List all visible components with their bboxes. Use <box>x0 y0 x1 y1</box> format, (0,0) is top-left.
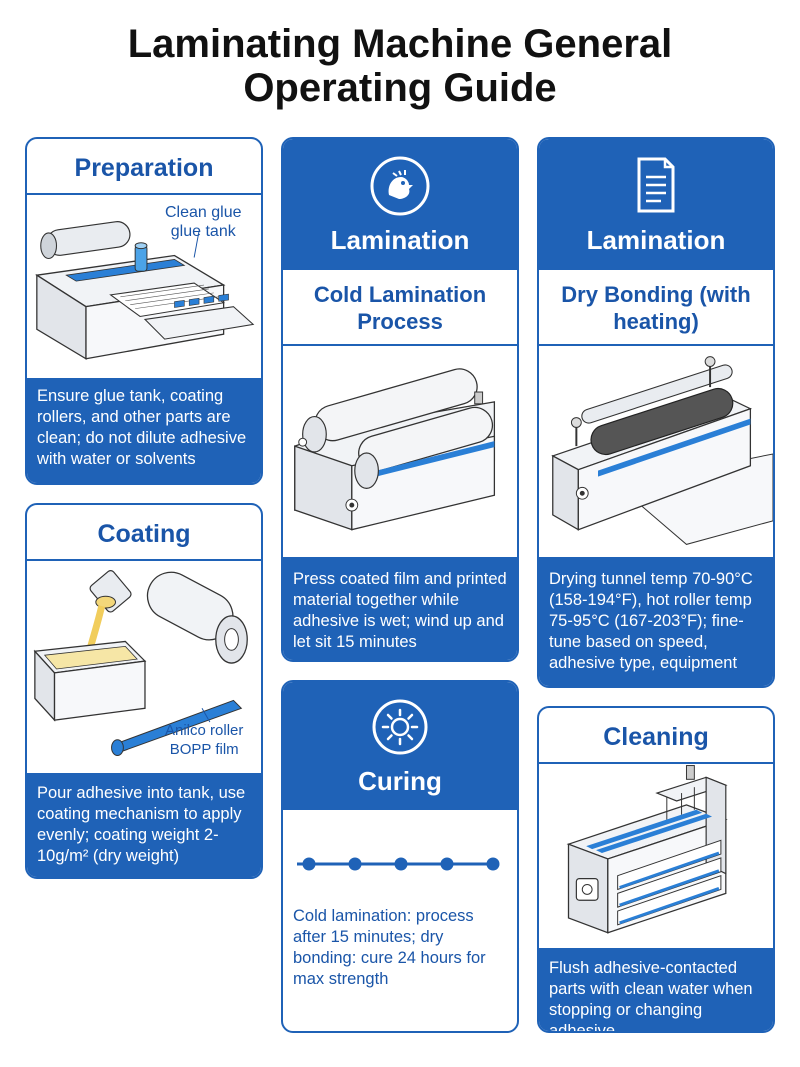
cold-lamination-heading: Lamination <box>330 225 470 255</box>
preparation-description: Ensure glue tank, coating rollers, and o… <box>27 378 261 483</box>
dry-bonding-illustration <box>539 346 773 557</box>
cold-lamination-description: Press coated film and printed material t… <box>283 557 517 660</box>
timeline-dots-icon <box>297 857 500 871</box>
divider <box>539 762 773 764</box>
title-line-1: Laminating Machine General <box>127 22 673 66</box>
cleaning-description: Flush adhesive-contacted parts with clea… <box>539 948 773 1031</box>
divider <box>539 344 773 346</box>
clean-glue-label: Clean glue glue tank <box>165 204 242 240</box>
cold-lamination-card: Lamination Cold Lamination Process Press… <box>281 137 519 662</box>
page-title: Laminating Machine General Operating Gui… <box>0 22 800 110</box>
rooster-icon <box>369 155 431 217</box>
cleaning-machine-icon <box>566 765 728 934</box>
heated-roller-icon <box>551 356 773 545</box>
divider <box>27 193 261 195</box>
divider <box>283 344 517 346</box>
dry-bonding-card: Lamination Dry Bonding (with heating) Dr… <box>537 137 775 688</box>
anilco-roller-label: Anilco roller BOPP film <box>165 722 244 758</box>
glue-machine-illustration <box>27 195 261 378</box>
cleaning-illustration <box>539 764 773 948</box>
coating-card: Coating Anilco roller BOPP film Pour adh… <box>25 503 263 879</box>
cold-lamination-header: Lamination <box>283 139 517 270</box>
curing-header: Curing <box>283 682 517 810</box>
curing-card: Curing Cold lamination: process after 15… <box>281 680 519 1033</box>
glue-machine-icon <box>35 221 255 360</box>
dry-bonding-subheading: Dry Bonding (with heating) <box>561 282 751 334</box>
coating-illustration <box>27 561 261 773</box>
cleaning-card: Cleaning <box>537 706 775 1033</box>
dry-bonding-heading: Lamination <box>586 225 726 255</box>
curing-heading: Curing <box>358 766 442 796</box>
cleaning-heading: Cleaning <box>603 723 709 751</box>
divider <box>27 559 261 561</box>
double-roller-icon <box>294 368 496 531</box>
curing-description: Cold lamination: process after 15 minute… <box>293 907 486 988</box>
dry-bonding-description: Drying tunnel temp 70-90°C (158-194°F), … <box>539 557 773 686</box>
title-line-2: Operating Guide <box>243 66 557 110</box>
cold-lamination-subheading: Cold Lamination Process <box>313 282 487 334</box>
curing-timeline <box>283 850 517 878</box>
coating-heading: Coating <box>97 520 191 548</box>
coating-tank-icon <box>33 570 248 756</box>
sun-icon <box>371 698 429 756</box>
preparation-card: Preparation <box>25 137 263 485</box>
preparation-heading: Preparation <box>74 154 214 182</box>
document-icon <box>631 153 681 217</box>
cold-lamination-illustration <box>283 346 517 557</box>
coating-description: Pour adhesive into tank, use coating mec… <box>27 773 261 877</box>
dry-bonding-header: Lamination <box>539 139 773 270</box>
